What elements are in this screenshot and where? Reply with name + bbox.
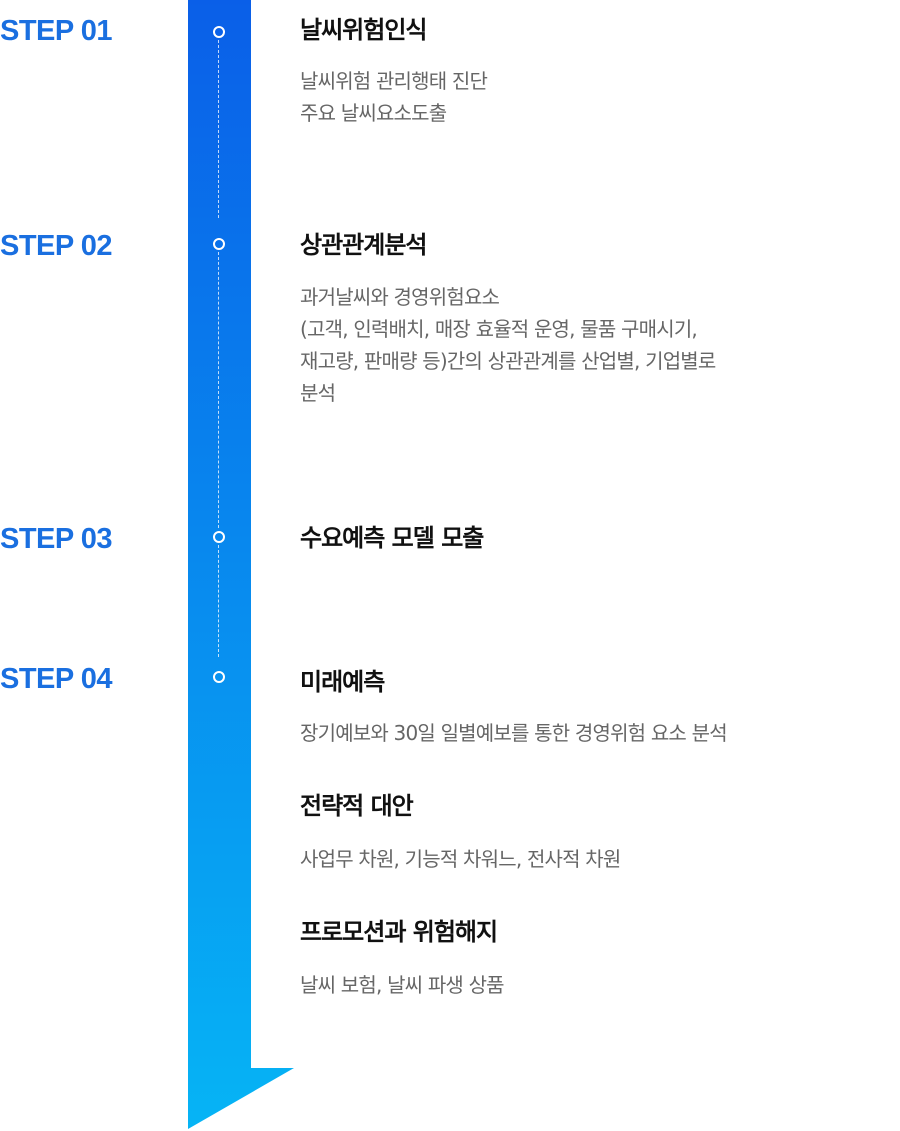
desc-line: (고객, 인력배치, 매장 효율적 운영, 물품 구매시기, — [300, 317, 698, 341]
connector-line — [218, 252, 219, 528]
step-label-02: STEP 02 — [0, 230, 113, 262]
step-title-04a: 미래예측 — [300, 668, 385, 696]
desc-line: 장기예보와 30일 일별예보를 통한 경영위험 요소 분석 — [300, 721, 728, 745]
step-title-04c: 프로모션과 위험해지 — [300, 918, 498, 946]
step-title-01: 날씨위험인식 — [300, 16, 427, 44]
step-desc-04a: 장기예보와 30일 일별예보를 통한 경영위험 요소 분석 — [300, 717, 728, 749]
desc-line: 주요 날씨요소도출 — [300, 101, 447, 125]
step-title-03: 수요예측 모델 모출 — [300, 524, 484, 552]
step-desc-02: 과거날씨와 경영위험요소 (고객, 인력배치, 매장 효율적 운영, 물품 구매… — [300, 281, 716, 409]
step-label-04: STEP 04 — [0, 663, 113, 695]
timeline-node-03 — [213, 531, 225, 543]
connector-line — [218, 545, 219, 657]
step-desc-04b: 사업무 차원, 기능적 차워느, 전사적 차원 — [300, 843, 621, 875]
desc-line: 날씨위험 관리행태 진단 — [300, 69, 488, 93]
desc-line: 재고량, 판매량 등)간의 상관관계를 산업별, 기업별로 — [300, 349, 716, 373]
desc-line: 분석 — [300, 381, 336, 405]
connector-line — [218, 40, 219, 218]
timeline-node-01 — [213, 26, 225, 38]
timeline-node-02 — [213, 238, 225, 250]
step-label-01: STEP 01 — [0, 15, 113, 47]
step-title-04b: 전략적 대안 — [300, 792, 414, 820]
step-title-02: 상관관계분석 — [300, 231, 427, 259]
step-desc-04c: 날씨 보험, 날씨 파생 상품 — [300, 969, 505, 1001]
step-desc-01: 날씨위험 관리행태 진단 주요 날씨요소도출 — [300, 65, 488, 129]
desc-line: 날씨 보험, 날씨 파생 상품 — [300, 973, 505, 997]
timeline-node-04 — [213, 671, 225, 683]
step-label-03: STEP 03 — [0, 523, 113, 555]
desc-line: 사업무 차원, 기능적 차워느, 전사적 차원 — [300, 847, 621, 871]
desc-line: 과거날씨와 경영위험요소 — [300, 285, 500, 309]
